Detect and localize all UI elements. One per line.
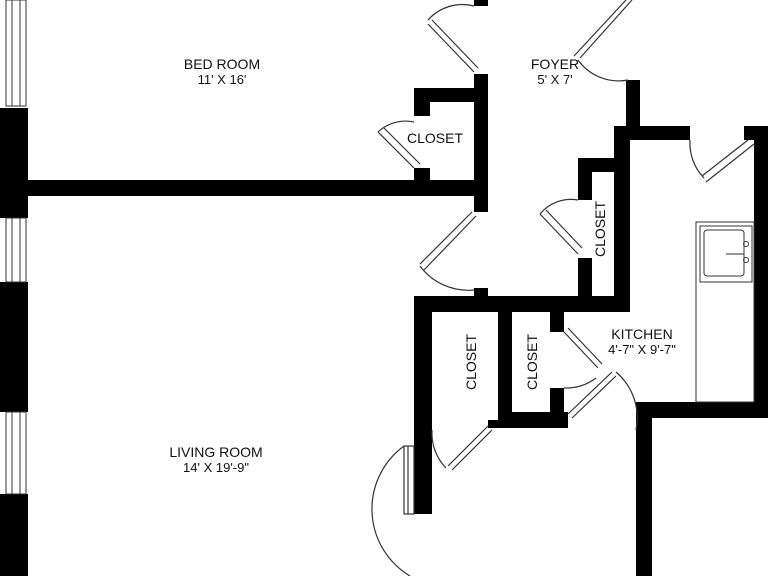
door-swing — [689, 139, 705, 179]
door-leaf — [403, 445, 415, 515]
wall-hall-closet — [498, 312, 512, 428]
room-dimensions: 4'-7" X 9'-7" — [608, 342, 676, 357]
room-dimensions: 11' X 16' — [197, 72, 247, 87]
door-leaf — [419, 211, 473, 265]
doors — [371, 0, 755, 576]
wall-hall — [414, 296, 630, 312]
room-label-foyer: FOYER 5' X 7' — [531, 56, 579, 88]
door-leaf — [705, 143, 755, 183]
window — [5, 411, 27, 495]
room-label-kitchen: KITCHEN 4'-7" X 9'-7" — [608, 326, 676, 358]
room-name: LIVING ROOM — [169, 444, 263, 460]
exterior-wall-left — [0, 494, 28, 576]
exterior-wall-left — [0, 282, 28, 412]
door-swing — [577, 59, 629, 82]
wall-hall-closet — [550, 312, 564, 332]
room-name: KITCHEN — [611, 326, 673, 342]
door-leaf — [423, 215, 477, 271]
window — [5, 0, 27, 107]
sink — [699, 225, 753, 283]
door-leaf — [377, 131, 415, 169]
door-swing — [371, 445, 411, 576]
room-label-living: LIVING ROOM 14' X 19'-9" — [169, 444, 262, 476]
door-leaf — [579, 0, 633, 59]
wall-closet-bedroom — [414, 88, 430, 116]
door-leaf — [567, 371, 613, 415]
wall-kitchen-bottom — [636, 402, 768, 418]
wall-stub-foyer — [626, 80, 640, 128]
closet-label-foyer: CLOSET — [592, 200, 608, 258]
door-leaf — [431, 19, 479, 69]
sink-faucet — [743, 257, 749, 263]
windows — [5, 0, 27, 495]
room-dimensions: 14' X 19'-9" — [183, 460, 249, 475]
kitchen-counter — [695, 221, 755, 403]
room-name: BED ROOM — [183, 56, 261, 72]
wall-foyer-closet — [614, 126, 630, 312]
door-swing — [431, 429, 447, 469]
closet-label-hall-left: CLOSET — [463, 333, 479, 391]
door-swing — [427, 3, 475, 21]
door-swing — [377, 120, 415, 133]
door-swing — [615, 371, 638, 431]
door-leaf — [427, 23, 475, 73]
door-leaf — [451, 429, 493, 471]
room-dimensions: 5' X 7' — [537, 72, 573, 87]
door-swing — [539, 198, 579, 215]
wall-hall-closet — [414, 296, 432, 514]
door-leaf — [701, 139, 749, 177]
wall-hall-closet — [550, 388, 564, 428]
wall-closet-bedroom — [414, 168, 430, 182]
closet-label-hall-right: CLOSET — [524, 333, 540, 391]
counter — [695, 221, 755, 403]
door-swing — [419, 265, 475, 291]
exterior-wall-left — [0, 108, 28, 218]
wall-kitchen-top — [614, 126, 690, 140]
window — [5, 217, 27, 283]
door-leaf — [545, 209, 583, 249]
door-leaf — [383, 127, 421, 165]
door-leaf — [447, 425, 489, 467]
wall-kitchen-right — [754, 126, 768, 404]
sink-basin — [703, 229, 745, 277]
room-label-bedroom: BED ROOM 11' X 16' — [184, 56, 260, 88]
door-leaf — [563, 331, 599, 369]
door-leaf — [571, 375, 617, 419]
closet-label-bedroom: CLOSET — [406, 130, 464, 146]
wall-entry — [636, 402, 652, 576]
wall-hall — [474, 288, 488, 298]
wall-closet-bedroom — [474, 88, 488, 212]
wall-closet-bedroom — [414, 88, 488, 102]
door-leaf — [567, 327, 603, 365]
wall-foyer-closet — [578, 158, 592, 200]
wall-bedroom-living — [28, 180, 488, 196]
sink-drain — [743, 241, 749, 247]
door-leaf — [539, 213, 579, 255]
wall-hall-closet — [488, 420, 512, 428]
wall-stub-top — [474, 0, 488, 6]
door-swing — [563, 377, 597, 389]
room-name: FOYER — [530, 56, 580, 72]
door-leaf — [573, 0, 627, 57]
